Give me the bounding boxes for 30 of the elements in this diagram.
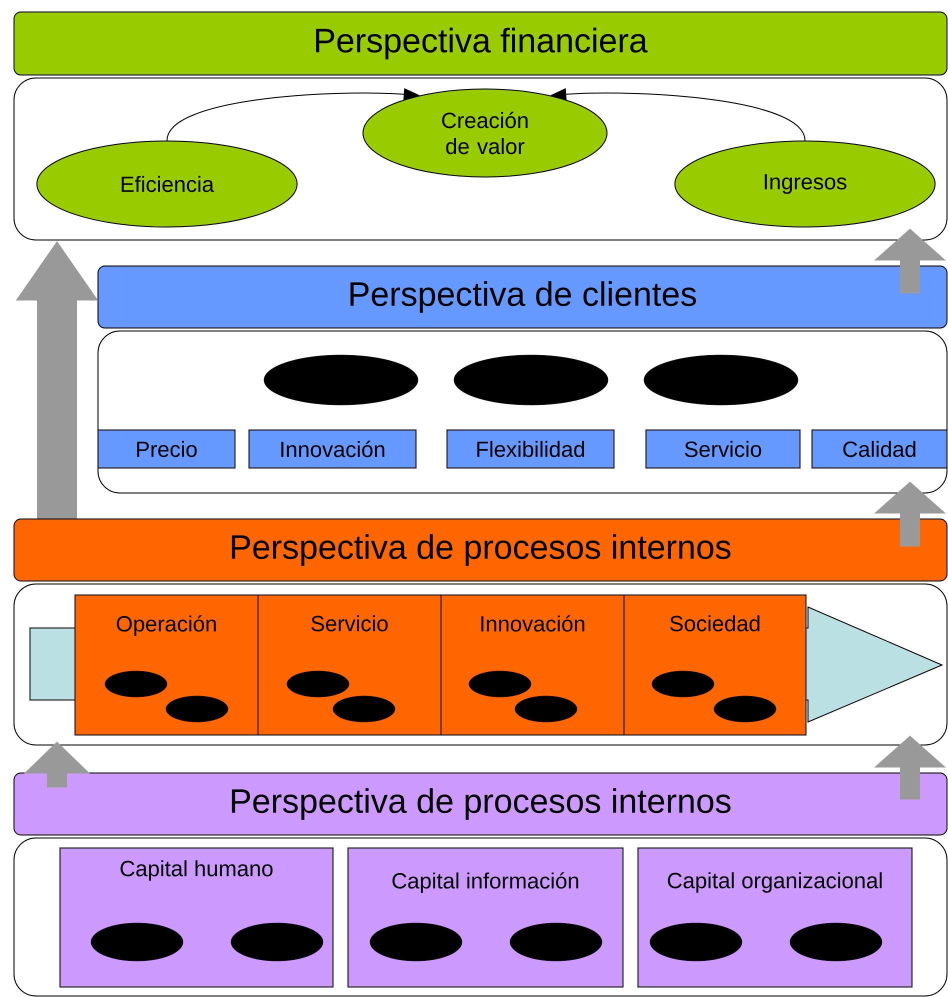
ellipse <box>650 922 742 962</box>
heading-band: Perspectiva de clientes <box>98 266 948 328</box>
ellipse <box>514 696 578 722</box>
ellipse <box>286 670 350 698</box>
label-box: Flexibilidad <box>446 430 614 468</box>
ellipse <box>644 354 798 406</box>
process-box: Servicio <box>258 594 442 736</box>
ellipse <box>166 696 228 722</box>
label-box: Calidad <box>812 430 948 468</box>
process-box: Sociedad <box>624 594 806 736</box>
ellipse <box>332 696 396 722</box>
ellipse <box>652 670 714 698</box>
ellipse <box>230 922 324 962</box>
heading-band: Perspectiva financiera <box>14 12 948 76</box>
ellipse <box>90 922 184 962</box>
process-box: Innovación <box>440 594 624 736</box>
ellipse <box>264 354 418 406</box>
label-box: Servicio <box>646 430 800 468</box>
label-box: Precio <box>98 430 236 468</box>
heading-band: Perspectiva de procesos internos <box>14 772 948 836</box>
ellipse <box>468 670 532 698</box>
ellipse <box>370 922 462 962</box>
ellipse <box>790 922 882 962</box>
heading-band: Perspectiva de procesos internos <box>14 518 948 582</box>
process-box: Operación <box>74 594 258 736</box>
ellipse <box>714 696 776 722</box>
ellipse <box>510 922 602 962</box>
ellipse <box>104 670 168 698</box>
label-box: Innovación <box>248 430 416 468</box>
ellipse <box>454 354 608 406</box>
